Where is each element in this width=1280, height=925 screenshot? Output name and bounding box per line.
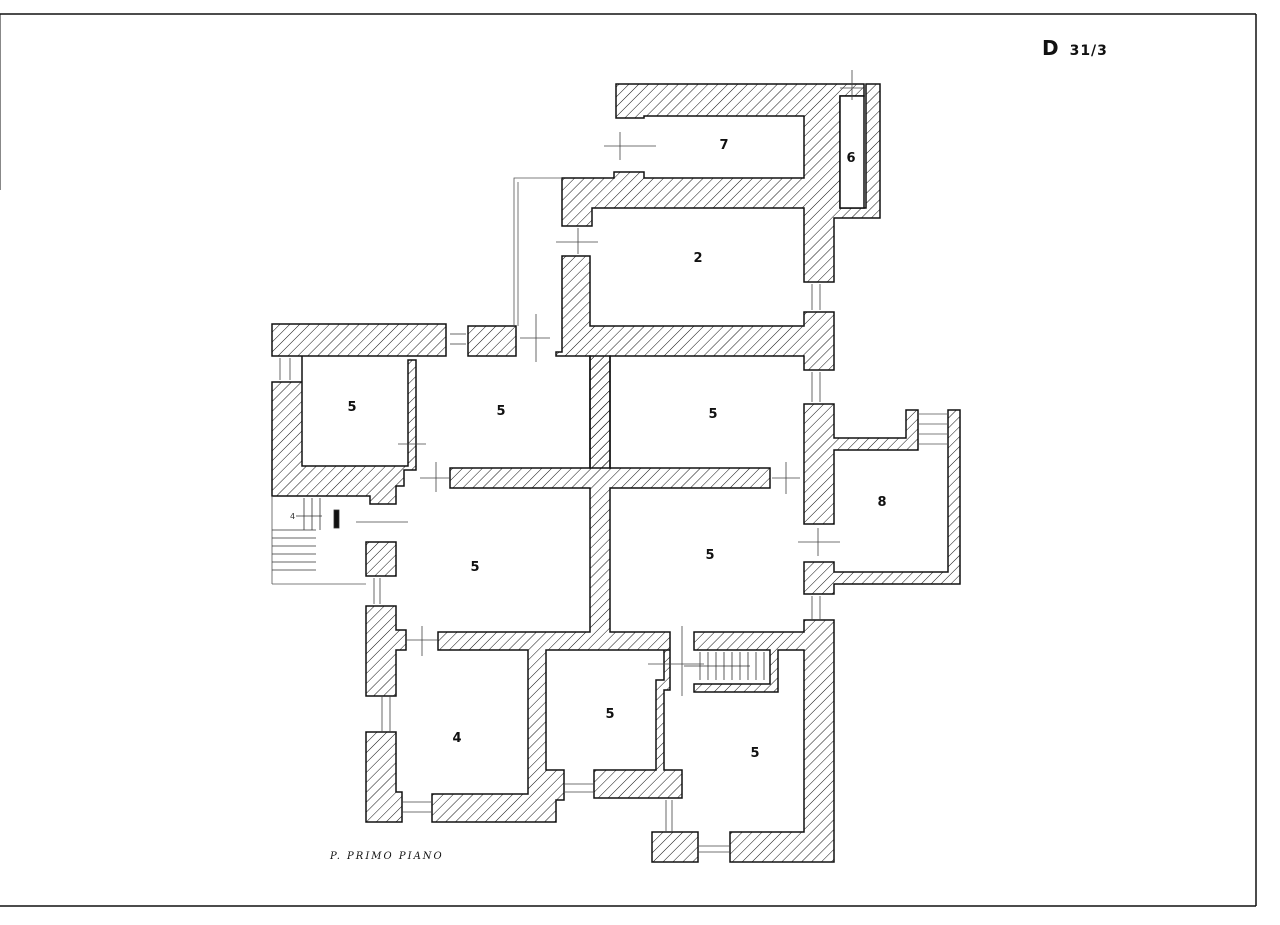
stair-west: [272, 498, 340, 571]
sheet-code-number: 31/3: [1069, 43, 1108, 59]
walls: [271, 83, 961, 863]
room-labels: 7 6 2 5 5 5 8 5 5 4 5 5 4: [290, 138, 887, 761]
wall-room-2-west: [555, 255, 835, 469]
sheet-code: D 31/3: [1042, 36, 1108, 60]
room-label-8: 8: [877, 495, 886, 510]
wall-cross-east-west: [431, 355, 771, 823]
wall-south-east: [693, 619, 835, 863]
guide-lines: [271, 177, 948, 585]
room-label-5e: 5: [705, 548, 714, 563]
wall-south-west-lower: [365, 731, 403, 823]
room-label-5a: 5: [347, 400, 356, 415]
plan-caption: P. PRIMO PIANO: [330, 851, 444, 862]
openings: [279, 70, 864, 853]
stair-south-east: [684, 652, 765, 680]
wall-west-upper: [271, 323, 447, 505]
wall-north-block: [561, 83, 881, 283]
room-label-5d: 5: [470, 560, 479, 575]
room-label-5c: 5: [708, 407, 717, 422]
wall-pier-west: [365, 541, 397, 577]
room-label-5f: 5: [605, 707, 614, 722]
wall-room-6: [839, 95, 865, 209]
room-label-4: 4: [452, 731, 461, 746]
stair-mark-label: 4: [290, 512, 295, 521]
room-label-2: 2: [693, 251, 702, 266]
wall-east-middle: [803, 403, 919, 525]
wall-pier-north: [467, 325, 517, 357]
wall-room-8: [803, 409, 961, 595]
wall-south-west: [365, 605, 407, 697]
room-label-5b: 5: [496, 404, 505, 419]
sheet-code-letter: D: [1042, 36, 1060, 60]
wall-south-east-pier: [651, 831, 699, 863]
room-label-6: 6: [846, 151, 855, 166]
room-label-5g: 5: [750, 746, 759, 761]
room-label-7: 7: [719, 138, 728, 153]
